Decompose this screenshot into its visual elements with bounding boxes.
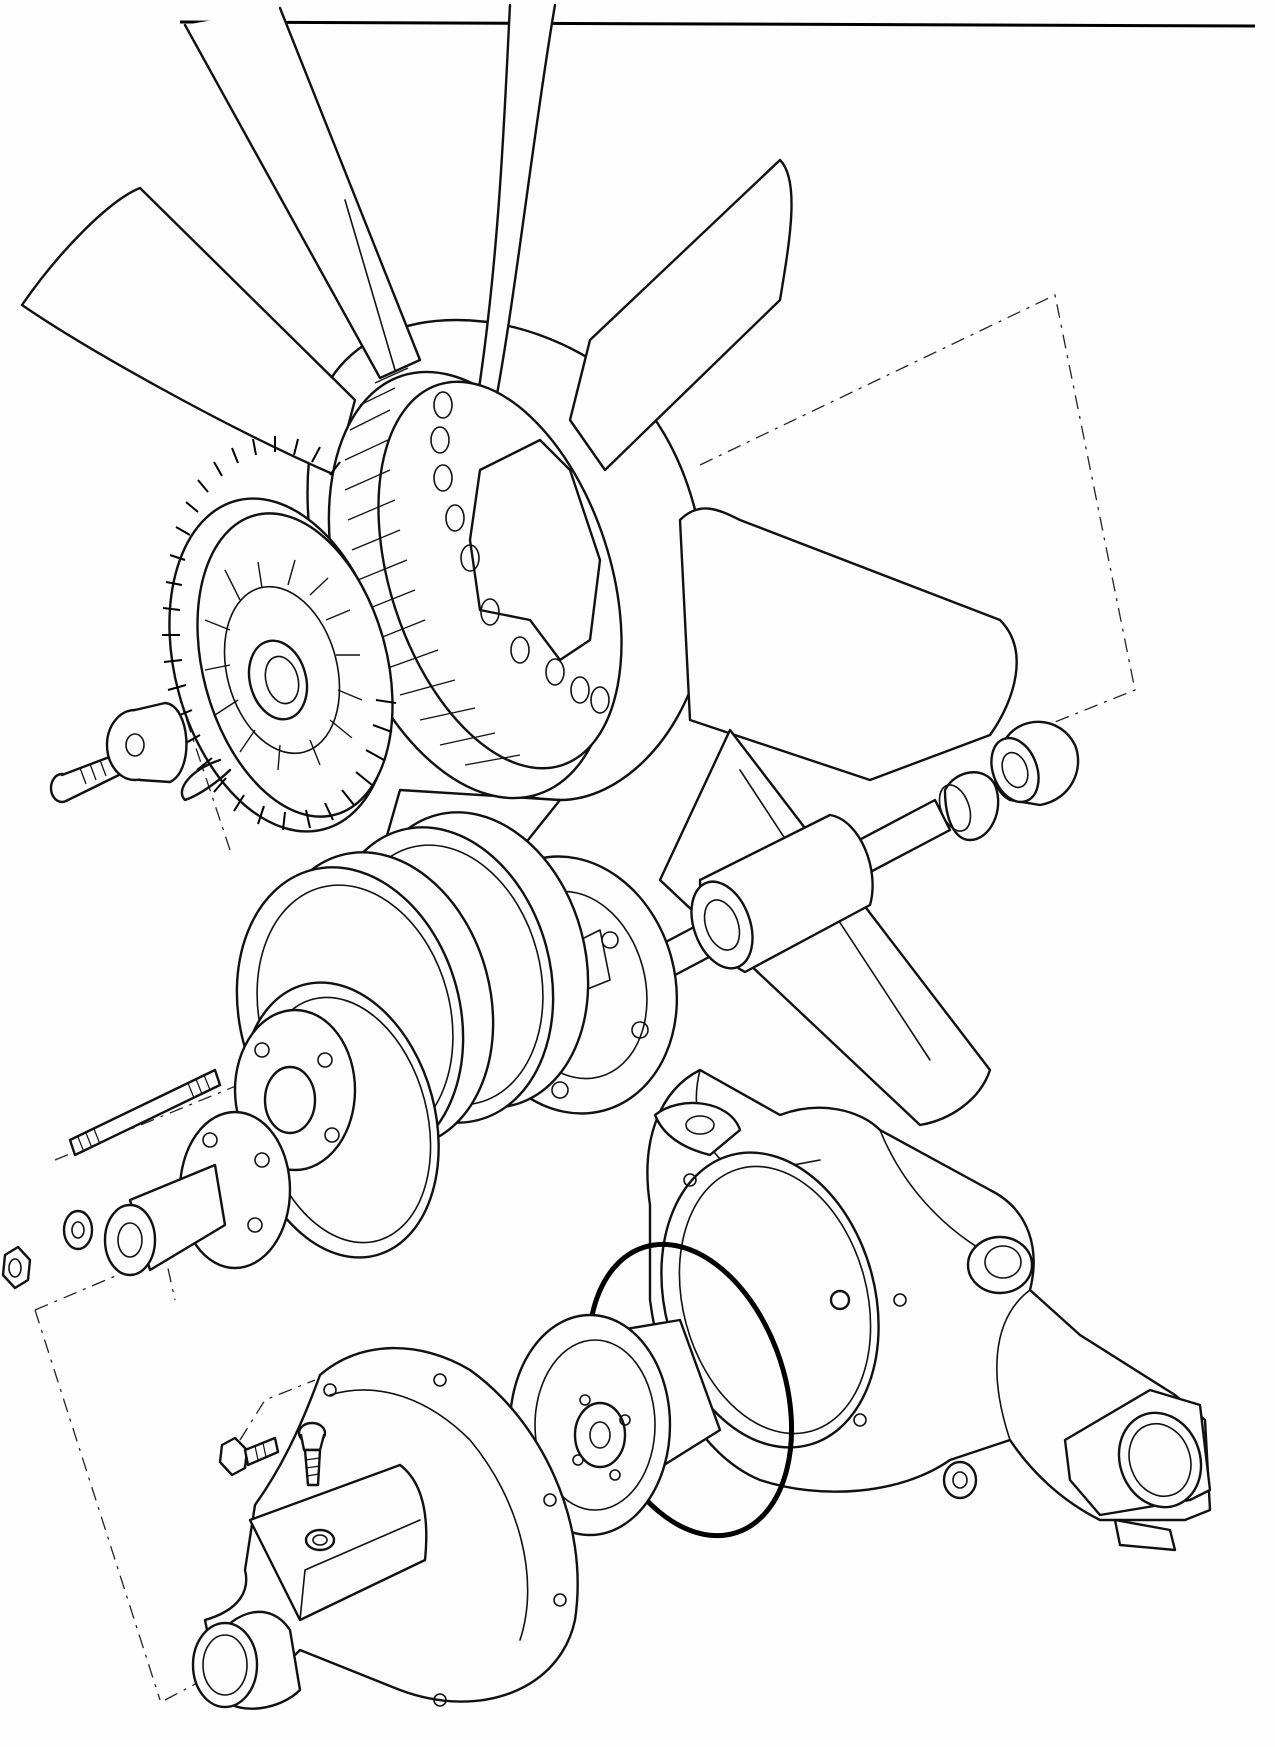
cover-bolt-horizontal — [218, 1436, 280, 1477]
drive-pulley — [233, 811, 590, 1259]
drive-flange — [103, 1110, 292, 1277]
ring-bolt-holes — [430, 391, 610, 714]
fan-mounting-ring — [327, 367, 623, 800]
cover-bolt-vertical — [297, 1421, 327, 1487]
water-pump-housing — [646, 1068, 1212, 1552]
fan-blade-right — [678, 507, 1018, 782]
flange-washer — [62, 1209, 94, 1251]
fan-blade-upper-right — [568, 158, 793, 472]
ring-fins — [344, 367, 521, 766]
pump-shaft-assembly — [658, 720, 1080, 977]
fan-blade-top-left — [183, 6, 422, 380]
flange-nut — [1, 1245, 32, 1290]
coupling-cooling-fins — [162, 436, 397, 831]
viscous-fan-coupling — [162, 436, 397, 833]
pump-rear-cover — [191, 1346, 579, 1710]
flange-stud — [68, 1068, 222, 1157]
fan-hook — [180, 758, 232, 802]
fan-blade-upper-left — [20, 186, 357, 477]
sheet-top-border — [179, 20, 1256, 28]
coupling-spacer — [105, 701, 188, 784]
